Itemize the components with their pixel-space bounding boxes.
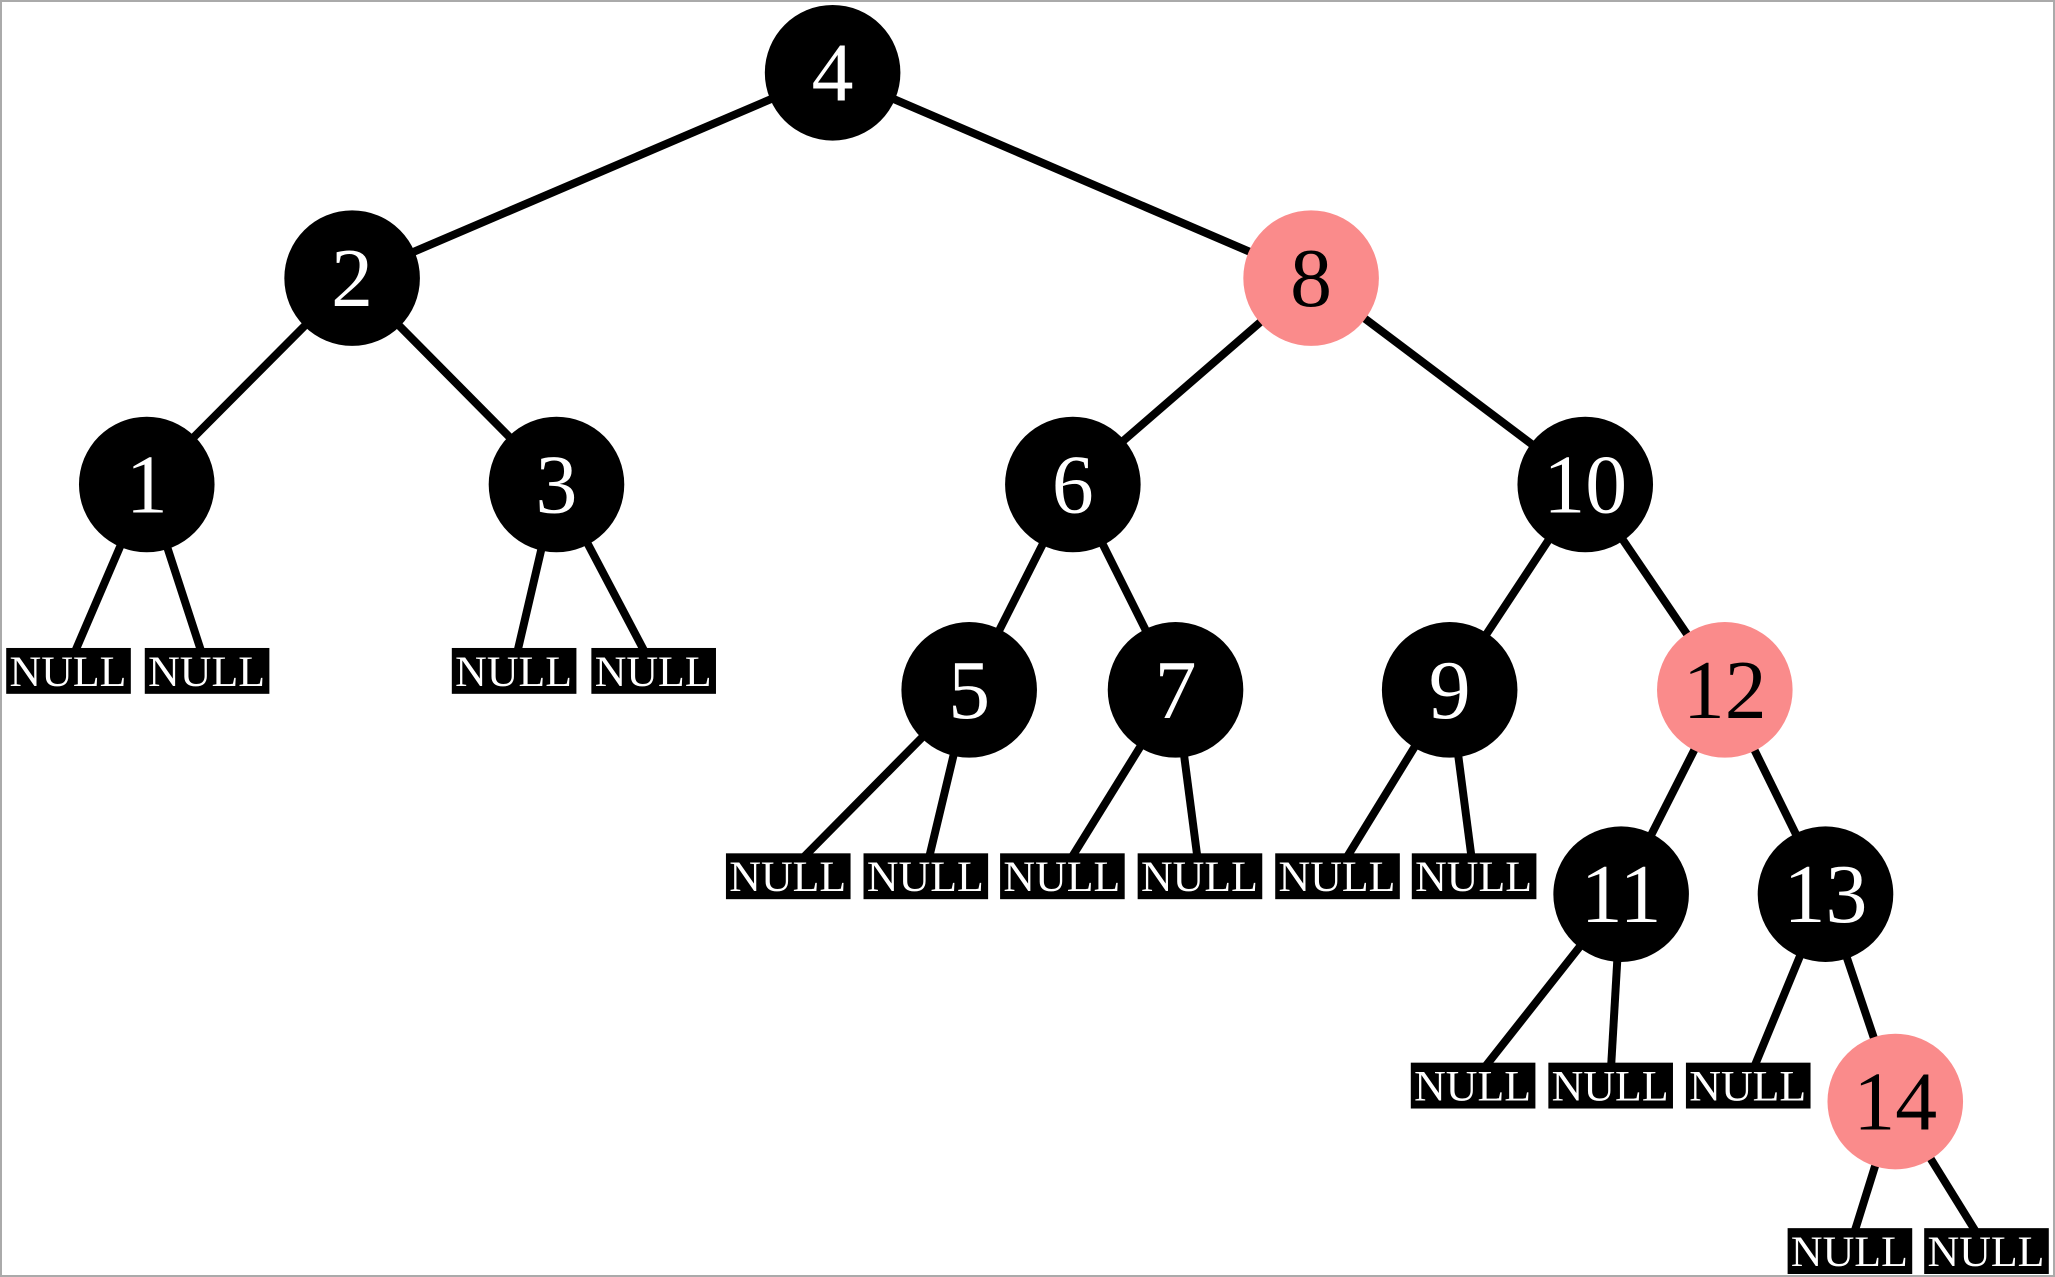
null-label: NULL [10,648,127,696]
null-leaf: NULL [1787,1228,1913,1275]
null-leaf: NULL [1685,1062,1811,1111]
tree-node-2: 2 [284,210,420,346]
tree-node-12: 12 [1657,622,1793,758]
node-value: 3 [536,438,578,531]
null-leaf: NULL [591,648,716,696]
null-label: NULL [1552,1063,1669,1111]
null-label: NULL [729,853,846,901]
null-leaf: NULL [863,853,989,901]
null-box [1275,853,1400,900]
null-leaf: NULL [6,648,131,696]
null-label: NULL [1415,853,1532,901]
node-value: 7 [1155,644,1197,737]
node-value: 2 [331,232,373,325]
null-label: NULL [455,648,572,696]
tree-node-6: 6 [1005,416,1141,553]
null-box [725,853,851,900]
null-leaf: NULL [1000,853,1125,901]
null-label: NULL [1414,1063,1531,1111]
null-leaf: NULL [725,853,851,901]
tree-node-7: 7 [1107,622,1244,758]
null-leaf: NULL [1924,1228,2049,1275]
null-leaf: NULL [1548,1063,1673,1111]
null-leaf: NULL [451,647,577,696]
tree-node-14: 14 [1827,1033,1964,1170]
null-box [1548,1062,1673,1109]
null-leaf: NULL [1410,1062,1536,1111]
null-box [1137,853,1263,900]
null-leaf: NULL [1275,853,1400,901]
node-value: 8 [1290,232,1332,325]
node-circle [1381,622,1518,758]
null-label: NULL [595,648,712,696]
tree-node-9: 9 [1381,622,1518,758]
null-label: NULL [1928,1228,2045,1275]
null-box [144,647,270,694]
tree-node-10: 10 [1517,416,1654,553]
null-box [1787,1228,1913,1275]
node-circle [1107,622,1244,758]
tree-node-11: 11 [1553,826,1689,962]
null-box [1000,853,1125,900]
node-value: 11 [1581,848,1662,941]
tree-node-4: 4 [764,4,901,141]
node-circle [1657,622,1793,758]
node-circle [764,4,901,141]
null-label: NULL [1279,853,1396,901]
null-box [1685,1062,1811,1109]
null-leaf: NULL [1411,853,1537,901]
edge-4-2 [350,69,835,282]
node-value: 1 [126,438,168,531]
node-circle [901,622,1037,758]
null-box [863,853,989,900]
null-box [591,647,716,694]
node-circle [1827,1033,1964,1170]
null-box [451,647,577,694]
node-value: 5 [948,644,990,737]
tree-node-8: 8 [1243,210,1379,346]
null-box [6,647,131,694]
node-circle [1553,826,1689,962]
node-value: 9 [1429,644,1471,737]
tree-node-3: 3 [488,416,625,553]
null-leaf: NULL [1137,853,1263,901]
node-circle [1243,210,1379,346]
node-value: 10 [1543,438,1627,531]
node-circle [1005,416,1141,553]
tree-node-5: 5 [901,622,1037,758]
null-label: NULL [148,648,265,696]
edge-4-8 [831,69,1313,282]
node-value: 12 [1683,644,1767,737]
node-value: 4 [812,27,854,120]
null-label: NULL [1791,1228,1908,1275]
node-circle [488,416,625,553]
node-circle [1757,826,1894,962]
node-value: 13 [1784,848,1868,941]
node-circle [1517,416,1654,553]
null-label: NULL [1689,1063,1806,1111]
null-label: NULL [1003,853,1120,901]
tree-node-13: 13 [1757,826,1894,962]
tree-node-1: 1 [78,416,215,553]
node-circle [284,210,420,346]
null-label: NULL [867,853,984,901]
node-value: 6 [1052,438,1094,531]
null-leaf: NULL [144,647,270,696]
null-box [1411,853,1537,900]
node-value: 14 [1853,1055,1937,1148]
node-circle [78,416,215,553]
null-box [1410,1062,1536,1109]
null-label: NULL [1141,853,1258,901]
null-box [1924,1228,2049,1275]
